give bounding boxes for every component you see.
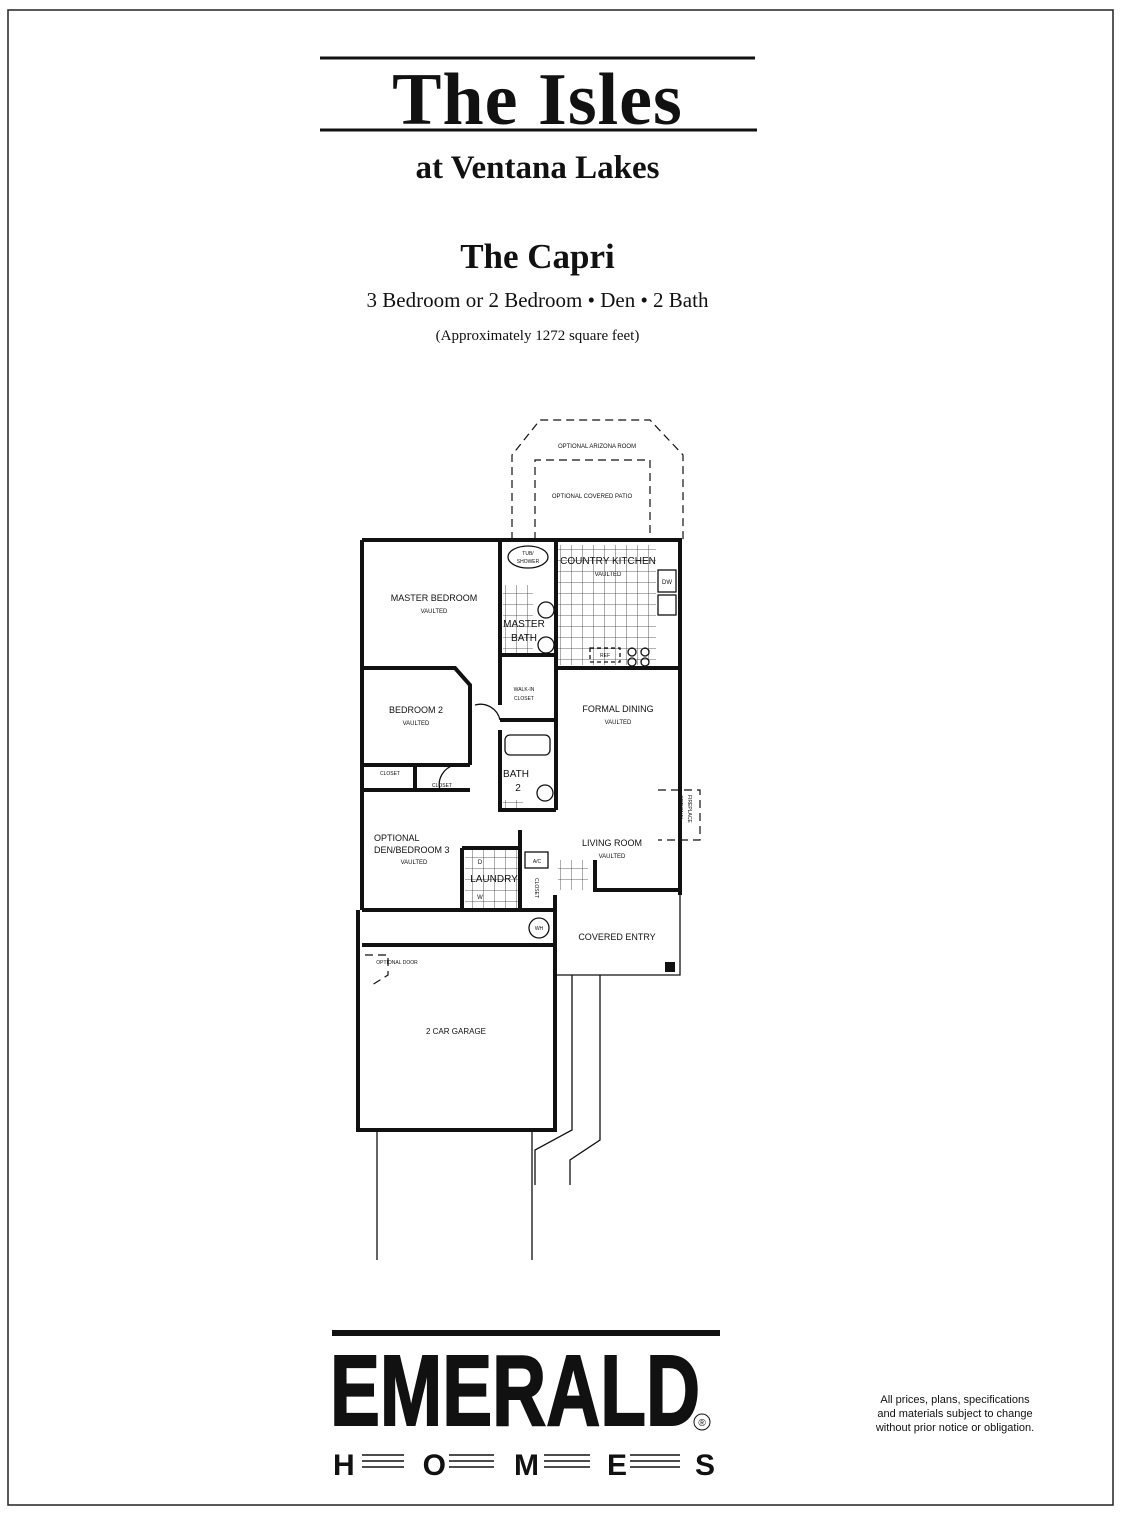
label-wh: WH [535, 926, 544, 932]
label-shower: SHOWER [517, 559, 540, 565]
label-washer: W [477, 895, 483, 901]
label-dryer: D [478, 860, 483, 866]
label-laundry: LAUNDRY [470, 874, 518, 885]
label-bedroom-2-vaulted: VAULTED [403, 721, 430, 727]
room-configuration: 3 Bedroom or 2 Bedroom • Den • 2 Bath [366, 288, 709, 312]
page-title: The Isles [392, 59, 683, 141]
label-closet-a: CLOSET [380, 771, 400, 777]
label-closet-c: CLOSET [533, 878, 539, 898]
label-arizona-room: OPTIONAL ARIZONA ROOM [558, 444, 636, 450]
fixtures [376, 545, 681, 1260]
label-master-bath: MASTER [503, 619, 545, 630]
disclaimer-line: without prior notice or obligation. [875, 1422, 1035, 1434]
label-den-bedroom-3: DEN/BEDROOM 3 [374, 845, 450, 855]
emerald-homes-logo: EMERALD ® HOMES [329, 1330, 720, 1482]
logo-homes-text: HOMES [333, 1449, 715, 1482]
label-master-bedroom: MASTER BEDROOM [391, 593, 478, 603]
label-fireplace-2: FIREPLACE [686, 795, 692, 823]
label-master-vaulted: VAULTED [421, 609, 448, 615]
label-tub: TUB/ [522, 551, 534, 557]
walls [356, 538, 682, 1132]
logo-wordmark: EMERALD [330, 1335, 700, 1447]
registered-mark: ® [698, 1418, 706, 1429]
label-garage: 2 CAR GARAGE [426, 1027, 486, 1036]
model-name: The Capri [460, 237, 615, 276]
label-dining-vaulted: VAULTED [605, 720, 632, 726]
label-covered-entry: COVERED ENTRY [578, 932, 655, 942]
label-living-room: LIVING ROOM [582, 838, 642, 848]
disclaimer-line: All prices, plans, specifications [880, 1394, 1030, 1406]
community-subtitle: at Ventana Lakes [415, 150, 660, 186]
label-optional-door: OPTIONAL DOOR [376, 960, 418, 966]
label-closet-b: CLOSET [432, 783, 452, 789]
optional-areas [365, 419, 701, 986]
label-covered-patio: OPTIONAL COVERED PATIO [552, 494, 633, 500]
label-walkin-closet: CLOSET [514, 696, 534, 702]
logo-homes-rules [362, 1454, 680, 1468]
label-walkin: WALK-IN [514, 687, 535, 693]
label-master-bath-2: BATH [511, 633, 537, 644]
label-living-vaulted: VAULTED [599, 854, 626, 860]
label-formal-dining: FORMAL DINING [582, 704, 653, 714]
label-ref: REF [600, 653, 610, 659]
label-kitchen-vaulted: VAULTED [595, 572, 622, 578]
tile-areas [465, 545, 656, 908]
label-bath-2: BATH [503, 769, 529, 780]
label-country-kitchen: COUNTRY KITCHEN [560, 556, 656, 567]
square-footage: (Approximately 1272 square feet) [435, 328, 640, 344]
label-ac: A/C [533, 859, 542, 865]
label-den: OPTIONAL [374, 833, 420, 843]
label-bath-2-num: 2 [515, 783, 521, 794]
post-marker [665, 962, 675, 972]
label-dw: DW [662, 580, 672, 586]
label-bedroom-2: BEDROOM 2 [389, 705, 443, 715]
room-labels: OPTIONAL ARIZONA ROOM OPTIONAL COVERED P… [374, 444, 692, 1036]
disclaimer-line: and materials subject to change [877, 1408, 1033, 1420]
disclaimer: All prices, plans, specifications and ma… [845, 1393, 1065, 1435]
label-fireplace: OPTIONAL [677, 795, 683, 821]
label-den-vaulted: VAULTED [401, 860, 428, 866]
